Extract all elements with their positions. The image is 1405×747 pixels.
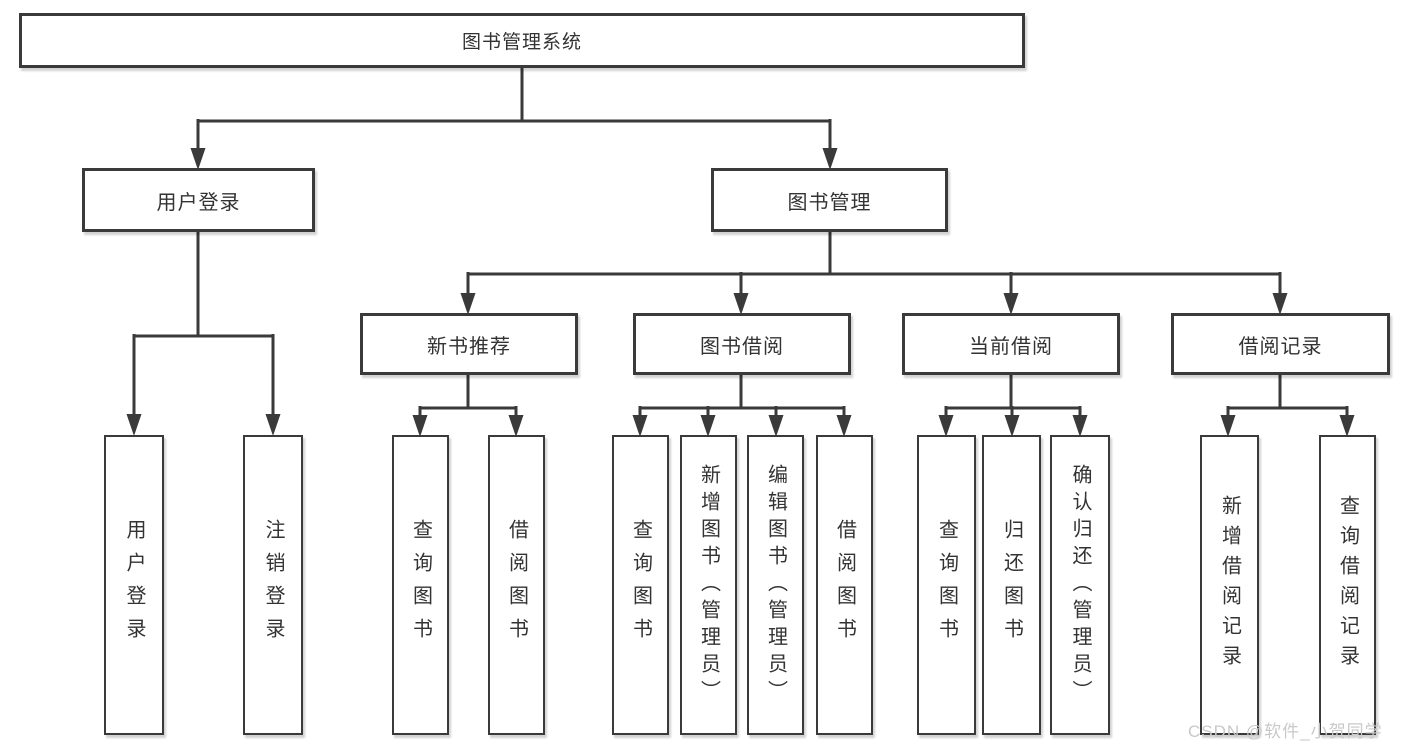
- node-root: 图书管理系统: [19, 13, 1025, 68]
- node-borrowing-records: 借阅记录: [1171, 313, 1390, 375]
- leaf-query-books-current: 查询图书: [917, 435, 976, 735]
- leaf-borrow-books-borrowing-label: 借阅图书: [833, 519, 856, 651]
- leaf-confirm-return-admin-label: 确认归还（管理员）: [1069, 463, 1091, 707]
- leaf-query-books-recommend: 查询图书: [392, 435, 449, 735]
- leaf-query-borrow-record-label: 查询借阅记录: [1336, 495, 1359, 675]
- leaf-edit-books-admin: 编辑图书（管理员）: [747, 435, 804, 735]
- leaf-return-books: 归还图书: [982, 435, 1041, 735]
- node-borrowing-records-label: 借阅记录: [1238, 335, 1323, 358]
- node-book-management-label: 图书管理: [787, 191, 872, 214]
- leaf-query-books-current-label: 查询图书: [935, 519, 958, 651]
- leaf-query-books-recommend-label: 查询图书: [409, 519, 432, 651]
- leaf-confirm-return-admin: 确认归还（管理员）: [1050, 435, 1110, 735]
- leaf-user-login: 用户登录: [104, 435, 164, 735]
- leaf-logout: 注销登录: [243, 435, 303, 735]
- node-user-login-label: 用户登录: [156, 191, 241, 214]
- leaf-query-books-borrowing-label: 查询图书: [629, 519, 652, 651]
- node-new-book-recommend: 新书推荐: [360, 313, 578, 375]
- leaf-query-borrow-record: 查询借阅记录: [1319, 435, 1376, 735]
- leaf-add-books-admin: 新增图书（管理员）: [680, 435, 737, 735]
- node-new-book-recommend-label: 新书推荐: [427, 335, 511, 358]
- node-book-borrowing: 图书借阅: [633, 313, 851, 375]
- node-current-borrowing-label: 当前借阅: [969, 335, 1053, 358]
- leaf-add-borrow-record: 新增借阅记录: [1200, 435, 1259, 735]
- leaf-edit-books-admin-label: 编辑图书（管理员）: [764, 463, 787, 707]
- node-book-management: 图书管理: [711, 168, 948, 232]
- leaf-return-books-label: 归还图书: [1000, 519, 1023, 651]
- leaf-add-borrow-record-label: 新增借阅记录: [1218, 495, 1241, 675]
- node-root-label: 图书管理系统: [461, 32, 582, 53]
- node-current-borrowing: 当前借阅: [902, 313, 1120, 375]
- node-user-login: 用户登录: [82, 168, 315, 232]
- leaf-user-login-label: 用户登录: [123, 519, 145, 651]
- node-book-borrowing-label: 图书借阅: [700, 335, 784, 358]
- leaf-borrow-books-recommend: 借阅图书: [488, 435, 545, 735]
- leaf-borrow-books-recommend-label: 借阅图书: [505, 519, 528, 651]
- leaf-logout-label: 注销登录: [262, 519, 284, 651]
- leaf-add-books-admin-label: 新增图书（管理员）: [697, 463, 720, 707]
- leaf-borrow-books-borrowing: 借阅图书: [816, 435, 873, 735]
- leaf-query-books-borrowing: 查询图书: [612, 435, 669, 735]
- watermark: CSDN @软件_小贺同学: [1188, 722, 1383, 741]
